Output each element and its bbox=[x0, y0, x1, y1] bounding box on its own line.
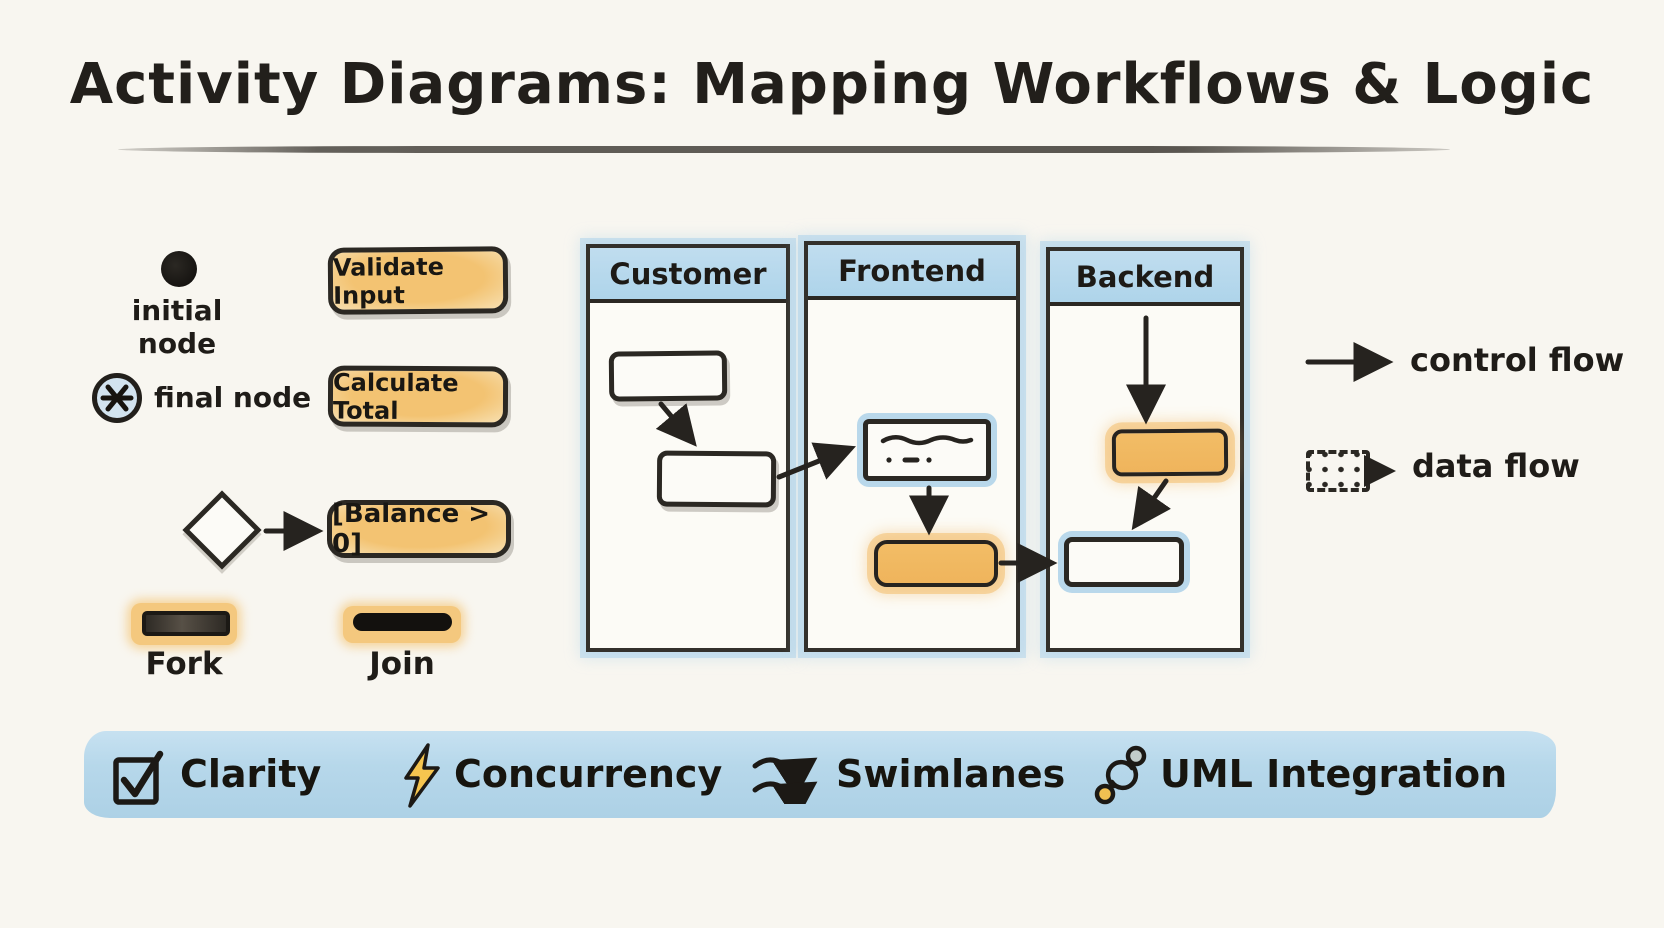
final-node-label: final node bbox=[154, 381, 312, 414]
join-label: Join bbox=[369, 646, 435, 682]
customer-activity-box-2 bbox=[656, 450, 777, 508]
fork-bar bbox=[142, 611, 230, 636]
checkbox-icon bbox=[110, 746, 168, 808]
swimlane-header-customer: Customer bbox=[590, 248, 786, 303]
fork-label: Fork bbox=[145, 646, 223, 682]
data-flow-icon bbox=[1306, 450, 1370, 492]
action-node-calculate-total: Calculate Total bbox=[327, 365, 509, 428]
feature-label-clarity: Clarity bbox=[180, 752, 322, 796]
swimlane-customer: Customer bbox=[586, 244, 790, 652]
join-bar bbox=[353, 613, 452, 631]
title-underline bbox=[118, 146, 1450, 153]
lightning-icon bbox=[398, 742, 446, 810]
page-title: Activity Diagrams: Mapping Workflows & L… bbox=[69, 52, 1595, 117]
backend-action-box bbox=[1111, 428, 1229, 477]
data-flow-label: data flow bbox=[1412, 447, 1580, 485]
asterisk-glyph bbox=[100, 384, 134, 412]
control-flow-label: control flow bbox=[1410, 341, 1625, 379]
uml-link-icon bbox=[1092, 742, 1152, 808]
initial-node-icon bbox=[161, 251, 197, 287]
swimlane-header-backend: Backend bbox=[1050, 251, 1240, 306]
feature-band bbox=[84, 731, 1556, 818]
decision-diamond bbox=[182, 490, 262, 570]
feature-label-swimlanes: Swimlanes bbox=[836, 752, 1066, 796]
feature-label-concurrency: Concurrency bbox=[454, 752, 723, 796]
feature-label-uml-integration: UML Integration bbox=[1160, 752, 1508, 796]
action-node-validate-input: Validate Input bbox=[327, 246, 509, 315]
swimlane-header-frontend: Frontend bbox=[808, 245, 1016, 300]
guard-condition-box: [Balance > 0] bbox=[327, 499, 511, 559]
swimlane-arrows-icon bbox=[750, 752, 826, 804]
customer-activity-box-1 bbox=[608, 350, 728, 402]
frontend-action-box bbox=[874, 540, 998, 587]
final-node-icon bbox=[92, 373, 142, 423]
frontend-object-node bbox=[863, 419, 991, 481]
scribble-text-icon bbox=[880, 435, 974, 463]
initial-node-label: initial node bbox=[131, 294, 223, 360]
backend-activity-box bbox=[1064, 537, 1184, 587]
